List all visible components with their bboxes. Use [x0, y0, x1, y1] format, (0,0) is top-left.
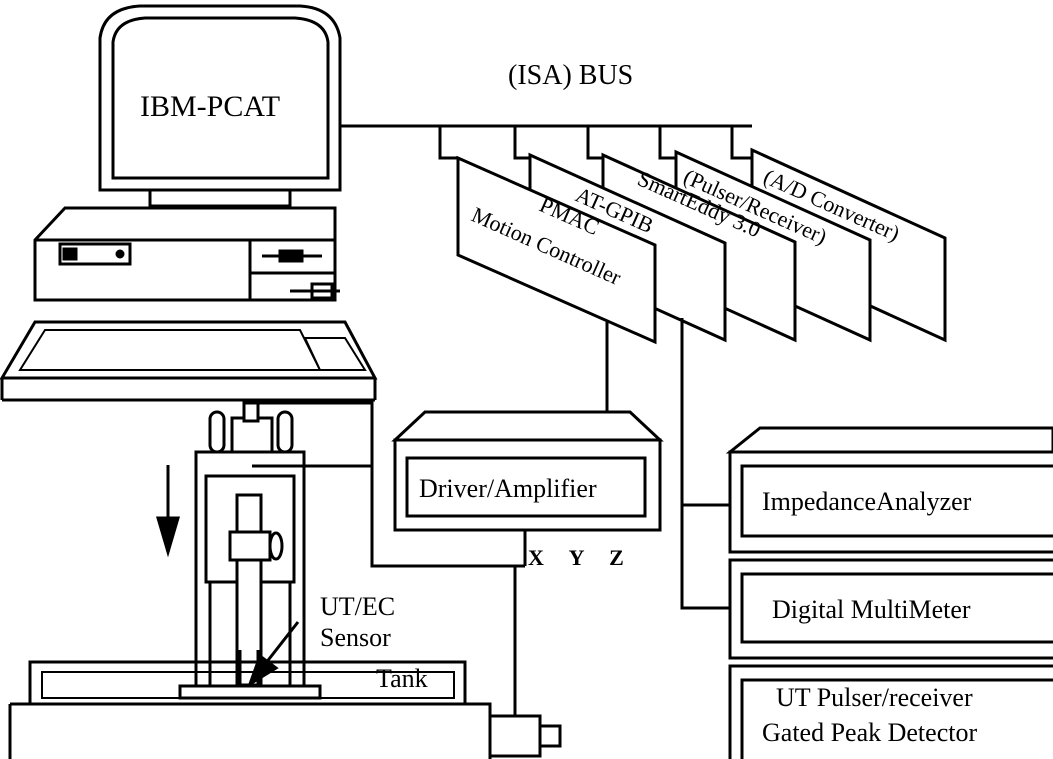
- card-pmac: PMAC Motion Controller: [456, 155, 657, 345]
- instrument-stack: [725, 426, 1053, 759]
- base-table: [8, 702, 562, 759]
- card-wires: [605, 318, 730, 610]
- tank: Tank: [28, 660, 467, 706]
- bus-label: (ISA) BUS: [508, 60, 633, 91]
- motion-cables: [252, 401, 527, 716]
- digital-multimeter-label: Digital MultiMeter: [772, 595, 971, 624]
- ut-pulser-label-2: Gated Peak Detector: [762, 718, 977, 747]
- ibm-pc-computer: IBM-PCAT: [0, 4, 378, 402]
- scanner-frame: [194, 401, 306, 688]
- driver-amplifier: Driver/Amplifier X Y Z: [391, 410, 664, 570]
- keyboard: [0, 320, 378, 402]
- sensor-label-1: UT/EC: [320, 592, 395, 621]
- system-unit: [33, 206, 340, 302]
- computer-label: IBM-PCAT: [140, 90, 280, 123]
- ut-pulser-label-1: UT Pulser/receiver: [776, 683, 973, 712]
- sensor-label-2: Sensor: [320, 623, 391, 652]
- driver-label: Driver/Amplifier: [419, 474, 597, 503]
- monitor: [98, 4, 342, 222]
- down-arrow-icon: [155, 465, 181, 558]
- isa-bus: (ISA) BUS: [340, 60, 752, 160]
- driver-axes-label: X Y Z: [528, 545, 634, 570]
- impedance-analyzer-label: ImpedanceAnalyzer: [762, 487, 972, 516]
- tank-label: Tank: [376, 664, 428, 693]
